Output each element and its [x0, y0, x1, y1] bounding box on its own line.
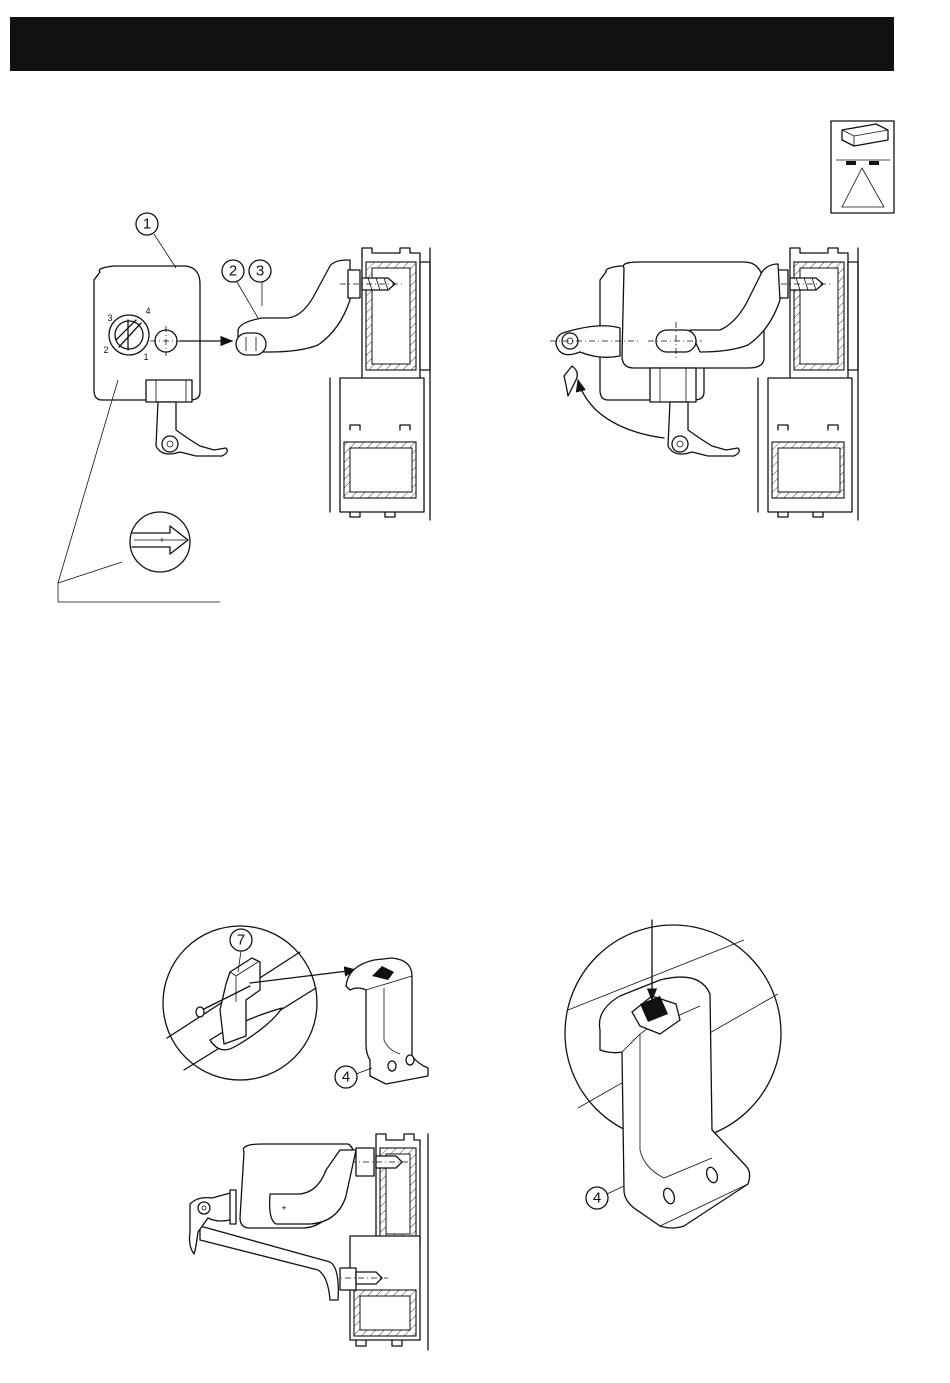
bracket-detail-figure: 4: [565, 920, 781, 1228]
callout-4-left: 4: [342, 1069, 350, 1086]
callout-7: 7: [237, 932, 245, 949]
dial-number-2: 2: [103, 345, 108, 355]
mounting-bracket-icon: [831, 121, 894, 213]
closer-on-frame-figure: +: [190, 1134, 429, 1350]
dial-number-4: 4: [145, 306, 150, 316]
plus-mark: +: [159, 535, 164, 545]
closer-with-dial-figure: 3 4 2 1 + 1 2 3: [58, 213, 430, 602]
callout-4-right: 4: [593, 1190, 601, 1207]
callout-3: 3: [256, 263, 264, 280]
bracket-insert-figure: 7 4: [163, 926, 428, 1088]
plus-mark-lower: +: [281, 1203, 286, 1213]
callout-1: 1: [143, 216, 151, 233]
dial-number-1: 1: [143, 352, 148, 362]
dial-number-3: 3: [107, 313, 112, 323]
callout-2: 2: [229, 263, 237, 280]
closer-mounted-figure: [550, 248, 858, 520]
